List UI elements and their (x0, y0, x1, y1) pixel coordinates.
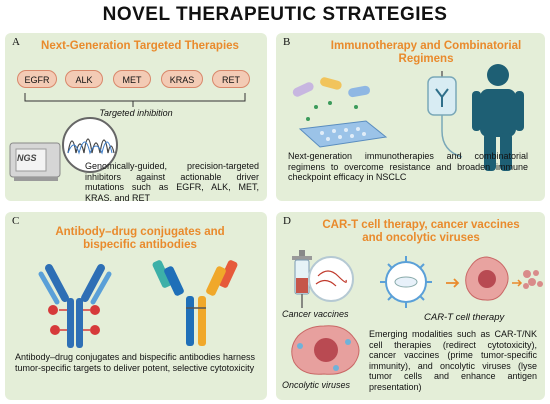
panel-targeted-therapies: A Next-Generation Targeted Therapies EGF… (5, 33, 267, 201)
panel-letter: B (283, 36, 291, 48)
gene-pill-kras: KRAS (161, 70, 203, 88)
car-t-cell-icon (380, 256, 432, 308)
panel-title: CAR-T cell therapy, cancer vaccines and … (322, 219, 520, 244)
car-t-label: CAR-T cell therapy (424, 312, 505, 323)
tumor-cell-icon (465, 256, 509, 301)
gene-pill-met: MET (113, 70, 151, 88)
page-title: NOVEL THERAPEUTIC STRATEGIES (102, 4, 448, 25)
cancer-vaccines-label: Cancer vaccines (282, 309, 349, 319)
panel-description: Antibody–drug conjugates and bispecific … (15, 352, 255, 373)
sequencing-chromatogram-icon (62, 117, 118, 173)
gene-pill-ret: RET (212, 70, 250, 88)
oncolytic-virus-cell-icon (291, 325, 360, 375)
panel-adc-bispecific: C Antibody–drug conjugates and bispecifi… (5, 212, 267, 400)
panel-description: Emerging modalities such as CAR-T/NK cel… (369, 329, 537, 392)
lysed-cell-icon (523, 270, 543, 289)
panel-letter: C (12, 215, 20, 227)
arrow-icon (512, 279, 523, 287)
targeted-inhibition-label: Targeted inhibition (99, 108, 173, 118)
iv-infusion-bag-icon (427, 71, 463, 158)
bispecific-antibody-icon (152, 260, 238, 346)
panel-title: Immunotherapy and Combinatorial Regimens (330, 40, 522, 65)
panel-letter: A (12, 36, 20, 48)
panel-cart-vaccines-viruses: D CAR-T cell therapy, cancer vaccines an… (276, 212, 545, 400)
panel-title: Next-Generation Targeted Therapies (41, 40, 239, 52)
drug-combination-icon (292, 77, 388, 148)
arrow-icon (446, 278, 460, 288)
ngs-sequencer-icon (9, 142, 61, 181)
panel-title: Antibody–drug conjugates and bispecific … (55, 226, 225, 251)
vaccine-vial-icon (308, 256, 354, 302)
targeted-bracket (24, 93, 246, 107)
patient-silhouette-icon (472, 64, 524, 171)
oncolytic-viruses-label: Oncolytic viruses (282, 380, 351, 390)
panel-description: Genomically-guided, precision-targeted i… (85, 161, 259, 201)
antibody-drug-conjugate-icon (38, 264, 112, 348)
gene-pill-egfr: EGFR (17, 70, 57, 88)
gene-pill-alk: ALK (65, 70, 103, 88)
panel-immunotherapy: B Immunotherapy and Combinatorial Regime… (276, 33, 545, 201)
panel-description: Next-generation immunotherapies and comb… (288, 151, 528, 182)
panel-letter: D (283, 215, 291, 227)
ngs-label: NGS (17, 153, 37, 163)
